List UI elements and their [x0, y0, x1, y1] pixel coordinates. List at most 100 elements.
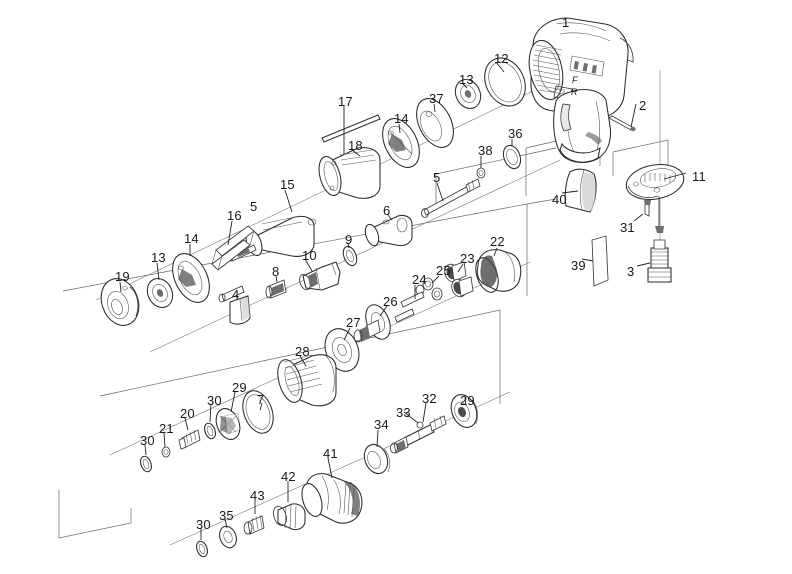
callout-screw-pin: 2 — [639, 98, 647, 113]
part-socket-sleeve-41 — [301, 473, 363, 524]
callout-dowel-pin: 17 — [338, 94, 353, 109]
callout-anvil-shaft: 32 — [422, 391, 437, 406]
callout-bearing-27: 27 — [346, 315, 361, 330]
part-hammer-case-28 — [277, 354, 337, 407]
callout-o-ring-30-c: 30 — [196, 517, 211, 532]
part-cylinder-18 — [318, 147, 381, 199]
callout-pin-38: 38 — [478, 143, 493, 158]
callout-spacer-25: 25 — [436, 263, 451, 278]
part-hammer-case-bushing-22 — [475, 249, 522, 293]
callout-end-plate-14-alt: 14 — [184, 231, 199, 246]
part-pin-38 — [476, 167, 486, 179]
part-retainer-29-alt — [450, 394, 478, 428]
part-anvil-shaft-32 — [390, 415, 447, 454]
callout-trim-panel: 39 — [571, 258, 586, 273]
callout-bearing-13-alt: 13 — [151, 250, 166, 265]
part-bearing-13 — [454, 79, 482, 109]
part-hammer-pin-24 — [394, 291, 425, 323]
part-o-ring-30-c — [196, 540, 208, 558]
callout-screw-31: 31 — [620, 220, 635, 235]
part-end-plate-14-alt — [172, 253, 210, 303]
housing-forward-marking: F — [572, 75, 578, 85]
callout-hammer-case: 28 — [295, 344, 310, 359]
callout-cylinder: 18 — [348, 138, 363, 153]
part-retainer-29 — [215, 408, 241, 440]
part-end-plate-14 — [382, 118, 420, 168]
part-anvil-hub-26 — [353, 304, 391, 343]
callout-valve-stem-alt: 5 — [250, 199, 258, 214]
part-ball-33 — [416, 421, 424, 429]
part-bushing-34 — [363, 443, 390, 475]
part-valve-stem-5-alt — [218, 285, 245, 303]
part-block-key-4 — [229, 295, 251, 325]
callout-o-ring-large: 7 — [257, 392, 265, 407]
part-set-screw-20 — [178, 429, 201, 450]
part-air-inlet-fitting-3 — [647, 239, 672, 283]
callout-cylinder-sleeve: 6 — [383, 203, 391, 218]
assembly-bracket-middle — [99, 309, 501, 404]
assembly-bracket-lower — [58, 490, 132, 539]
callout-socket-sleeve: 41 — [323, 446, 338, 461]
part-spring-43 — [243, 514, 265, 535]
callout-ball-33: 33 — [396, 405, 411, 420]
part-o-ring-30-b — [140, 455, 152, 473]
callout-bearing-13: 13 — [459, 72, 474, 87]
callout-retainer-29-alt: 29 — [460, 393, 475, 408]
callout-plate-37: 37 — [429, 91, 444, 106]
part-trim-panel-39 — [591, 235, 609, 287]
callout-air-inlet-fitting: 3 — [627, 264, 635, 279]
part-dowel-pin-17 — [321, 114, 381, 143]
callout-washer-9: 9 — [345, 232, 353, 247]
callout-bushing-small: 8 — [272, 264, 280, 279]
part-nameplate-cap-11 — [625, 163, 685, 201]
callout-retainer-29: 29 — [232, 380, 247, 395]
callout-rotor: 15 — [280, 177, 295, 192]
callout-valve-body: 10 — [302, 248, 317, 263]
part-screw-pin-2 — [608, 115, 636, 132]
part-stud-under-cap — [655, 196, 664, 233]
callout-anvil-hub: 26 — [383, 294, 398, 309]
part-vane-blades-16 — [211, 225, 255, 271]
part-o-ring-36 — [502, 144, 522, 170]
part-o-ring-30-a — [204, 422, 216, 440]
callout-rear-cap: 19 — [115, 269, 130, 284]
part-gasket-ring-12 — [484, 57, 526, 107]
callout-grip-cover: 40 — [552, 192, 567, 207]
part-valve-body-10 — [299, 261, 341, 291]
callout-hammer-case-bushing: 22 — [490, 234, 505, 249]
callout-washer-35: 35 — [219, 508, 234, 523]
part-rear-cap-19 — [100, 278, 140, 326]
callout-o-ring-36: 36 — [508, 126, 523, 141]
callout-gasket-ring: 12 — [494, 51, 509, 66]
part-spacer-25 — [415, 277, 443, 301]
callout-o-ring-30-a: 30 — [207, 393, 222, 408]
callout-end-plate-14: 14 — [394, 111, 409, 126]
callout-valve-stem: 5 — [433, 170, 441, 185]
part-pin-21 — [161, 446, 171, 458]
part-main-housing — [528, 17, 634, 164]
callout-o-ring-30-b: 30 — [140, 433, 155, 448]
callout-collar-42: 42 — [281, 469, 296, 484]
callout-hammer-dogs: 23 — [460, 251, 475, 266]
callout-main-housing: 1 — [562, 15, 570, 30]
callout-hammer-pin: 24 — [412, 272, 427, 287]
part-collar-42 — [273, 503, 306, 531]
part-cylinder-sleeve-6 — [364, 214, 413, 247]
part-bushing-8 — [265, 279, 287, 299]
housing-reverse-marking: R — [571, 87, 578, 97]
cap-bracket — [612, 139, 669, 176]
part-bearing-13-alt — [146, 278, 174, 308]
part-washer-9 — [342, 245, 358, 267]
part-o-ring-large-7 — [242, 390, 274, 434]
callout-vane-blades: 16 — [227, 208, 242, 223]
part-hammer-dogs-23 — [444, 261, 474, 298]
part-washer-35 — [219, 525, 237, 549]
part-screw-31 — [644, 200, 651, 217]
callout-pin-21: 21 — [159, 421, 174, 436]
callout-bushing-34: 34 — [374, 417, 389, 432]
part-grip-cover-40 — [564, 168, 597, 213]
part-valve-stem-5 — [421, 178, 481, 218]
callout-block-key: 4 — [232, 287, 240, 302]
